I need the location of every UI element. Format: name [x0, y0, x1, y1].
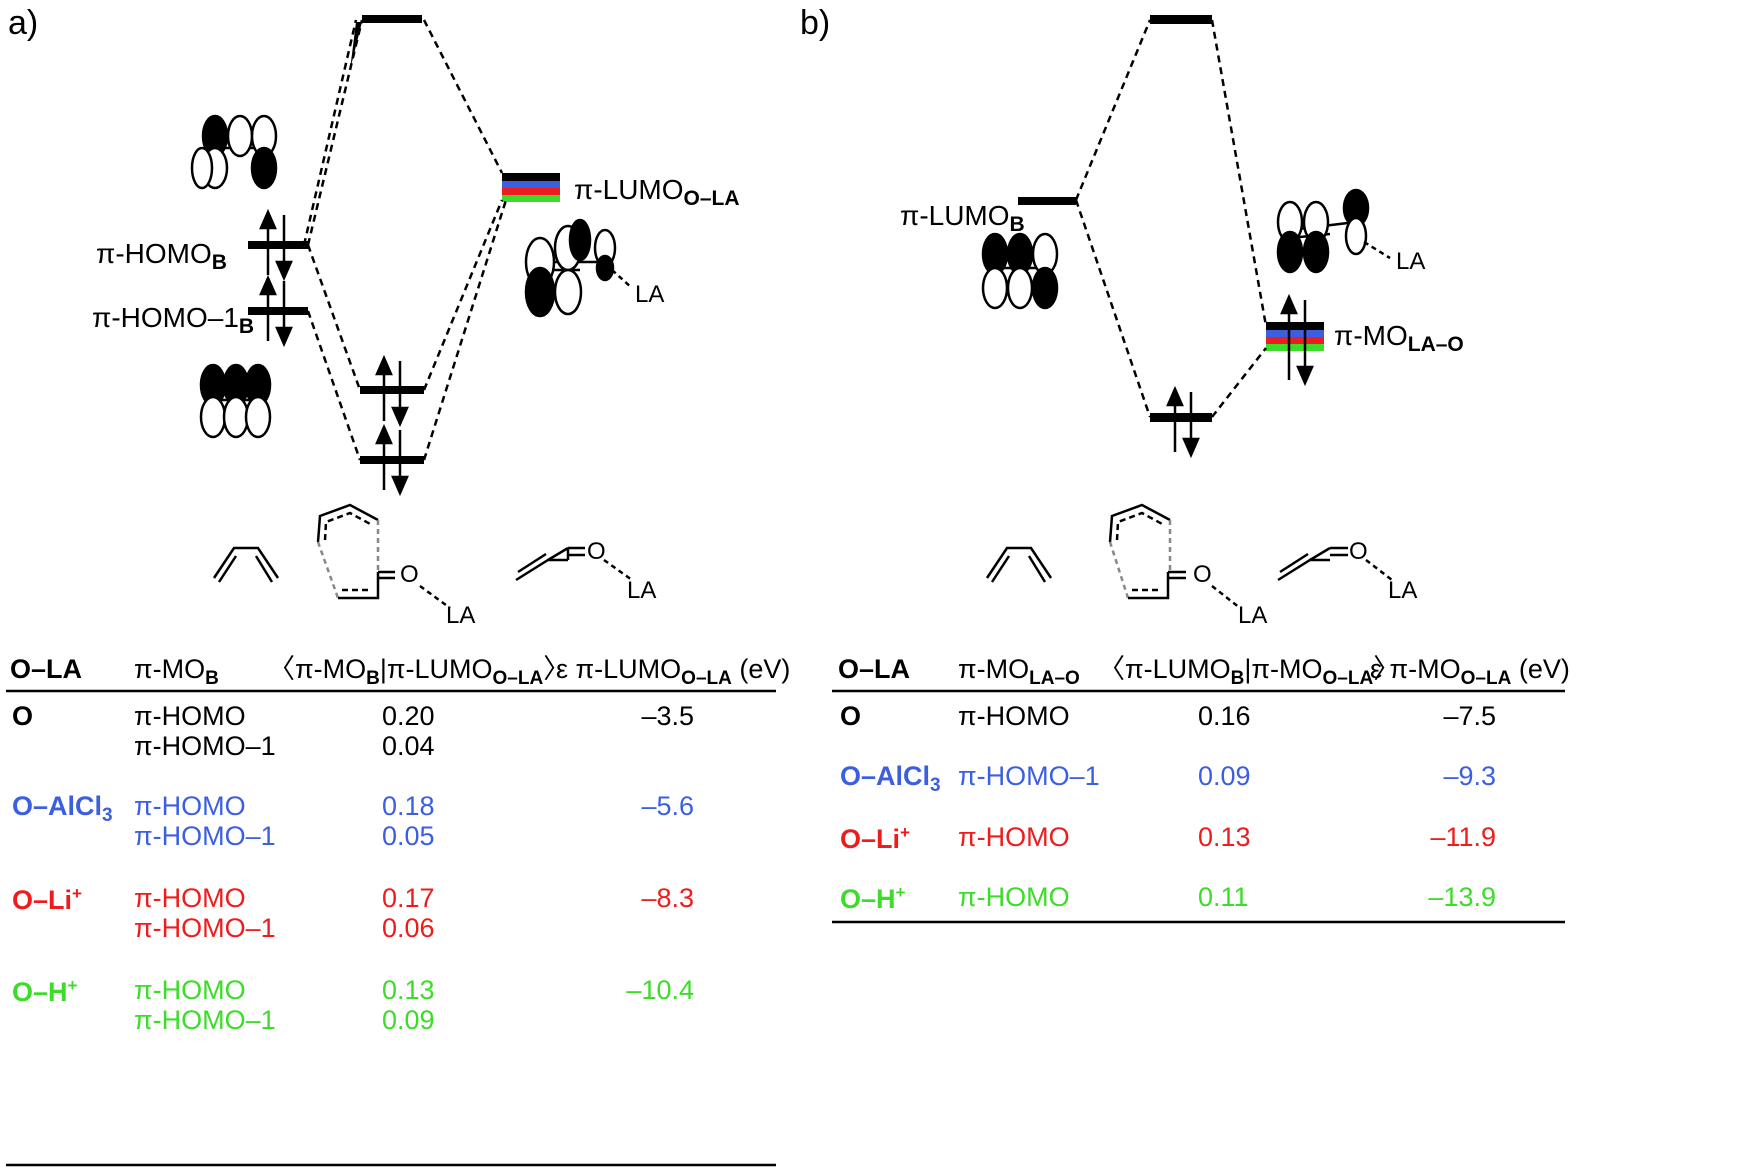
orbital-la-label-b: LA: [1396, 248, 1426, 275]
acrolein-o-label-a: O: [587, 538, 606, 565]
panel-a-orbital-acrolein: [524, 218, 633, 318]
table-b-la: O–Li+: [840, 823, 910, 854]
table-b-energy: –13.9: [1428, 882, 1496, 912]
table-a-la: O–H+: [12, 976, 78, 1007]
acrolein-o-label-b: O: [1349, 538, 1368, 565]
table-a-mo: π-HOMO–1: [134, 731, 276, 761]
table-b-header-overlap: 〈π-LUMOB|π-MOO–LA〉: [1098, 654, 1401, 689]
acrolein-la-label-a: LA: [627, 577, 657, 604]
ts-o-label-a: O: [400, 561, 419, 588]
panel-a-acrolein: [515, 546, 633, 582]
panel-a-connectors: [302, 19, 508, 461]
table-a-mo: π-HOMO–1: [134, 913, 276, 943]
table-b-energy: –11.9: [1430, 822, 1496, 852]
table-b-header-ola: O–LA: [838, 654, 911, 684]
homo-b-label: π-HOMOB: [96, 238, 227, 274]
table-b-overlap: 0.11: [1198, 882, 1249, 912]
table-a-overlap: 0.09: [382, 1005, 435, 1035]
table-a-mo: π-HOMO: [134, 791, 246, 821]
table-a-mo: π-HOMO: [134, 975, 246, 1005]
panel-b-label: b): [800, 4, 831, 42]
panel-b-connectors: [1074, 19, 1268, 418]
table-a-overlap: 0.18: [382, 791, 435, 821]
homo1-b-label: π-HOMO–1B: [92, 302, 255, 338]
table-a-energy: –10.4: [626, 975, 694, 1005]
ts-o-label-b: O: [1193, 561, 1212, 588]
lumo-b-label: π-LUMOB: [900, 200, 1025, 236]
panel-a-orbital-lower: [199, 363, 272, 439]
panel-a-transition-state: [316, 503, 451, 610]
lumo-green-bar: [502, 195, 560, 202]
table-a-energy: –3.5: [641, 701, 694, 731]
table-a-energy: –5.6: [641, 791, 694, 821]
panel-a-electrons: [259, 208, 409, 497]
table-a-overlap: 0.20: [382, 701, 435, 731]
panel-a-levels: [248, 15, 560, 464]
table-a-mo: π-HOMO: [134, 701, 246, 731]
table-a-overlap: 0.04: [382, 731, 435, 761]
table-b-header-energy: ε π-MOO–LA (eV): [1370, 654, 1570, 689]
table-a-overlap: 0.13: [382, 975, 435, 1005]
table-b-overlap: 0.09: [1198, 761, 1251, 791]
panel-a-label: a): [8, 4, 39, 42]
table-a-header-mo: π-MOB: [134, 654, 219, 689]
table-a-mo: π-HOMO: [134, 883, 246, 913]
panel-a-butadiene: [212, 546, 280, 583]
panel-b-transition-state: [1108, 503, 1241, 609]
panel-b-levels: [1018, 15, 1324, 422]
table-a-mo: π-HOMO–1: [134, 821, 276, 851]
table-b-la: O: [840, 701, 862, 731]
table-b-mo: π-HOMO: [958, 822, 1070, 852]
panel-b-acrolein: [1277, 546, 1393, 582]
table-b-la: O–AlCl3: [840, 761, 941, 796]
table-b-mo: π-HOMO: [958, 701, 1070, 731]
table-a-energy: –8.3: [641, 883, 694, 913]
ts-la-label-a: LA: [446, 602, 476, 629]
orbital-la-label-a: LA: [635, 281, 665, 308]
table-a-la: O–AlCl3: [12, 791, 113, 826]
panel-b-orbital-acrolein: [1276, 188, 1391, 274]
table-a-la: O–Li+: [12, 884, 82, 915]
ts-la-label-b: LA: [1238, 602, 1268, 629]
panel-b-electrons: [1166, 293, 1314, 459]
table-b-overlap: 0.16: [1198, 701, 1251, 731]
table-b-overlap: 0.13: [1198, 822, 1251, 852]
panel-a-orbital-upper: [190, 114, 278, 190]
table-a-header-ola: O–LA: [10, 654, 83, 684]
table-b-mo: π-HOMO–1: [958, 761, 1100, 791]
table-b-header-mo: π-MOLA–O: [958, 654, 1080, 689]
mo-la-o-label: π-MOLA–O: [1334, 320, 1464, 356]
table-rules: [6, 689, 1565, 1167]
table-a-header-energy: ε π-LUMOO–LA (eV): [556, 654, 791, 689]
table-a-header-overlap: 〈π-MOB|π-LUMOO–LA〉: [268, 654, 571, 689]
lumo-red-bar: [502, 188, 560, 195]
lumo-black-bar: [502, 173, 560, 181]
table-a-mo: π-HOMO–1: [134, 1005, 276, 1035]
table-b-mo: π-HOMO: [958, 882, 1070, 912]
lumo-blue-bar: [502, 181, 560, 188]
table-b-energy: –9.3: [1443, 761, 1496, 791]
table-b-la: O–H+: [840, 883, 906, 914]
table-a-la: O: [12, 701, 34, 731]
lumo-ola-label: π-LUMOO–LA: [574, 174, 740, 210]
table-a-overlap: 0.17: [382, 883, 435, 913]
table-a-overlap: 0.06: [382, 913, 435, 943]
panel-b-butadiene: [985, 546, 1053, 583]
acrolein-la-label-b: LA: [1388, 577, 1418, 604]
table-b-energy: –7.5: [1443, 701, 1496, 731]
panel-b-orbital-butadiene: [981, 232, 1059, 310]
table-a-overlap: 0.05: [382, 821, 435, 851]
